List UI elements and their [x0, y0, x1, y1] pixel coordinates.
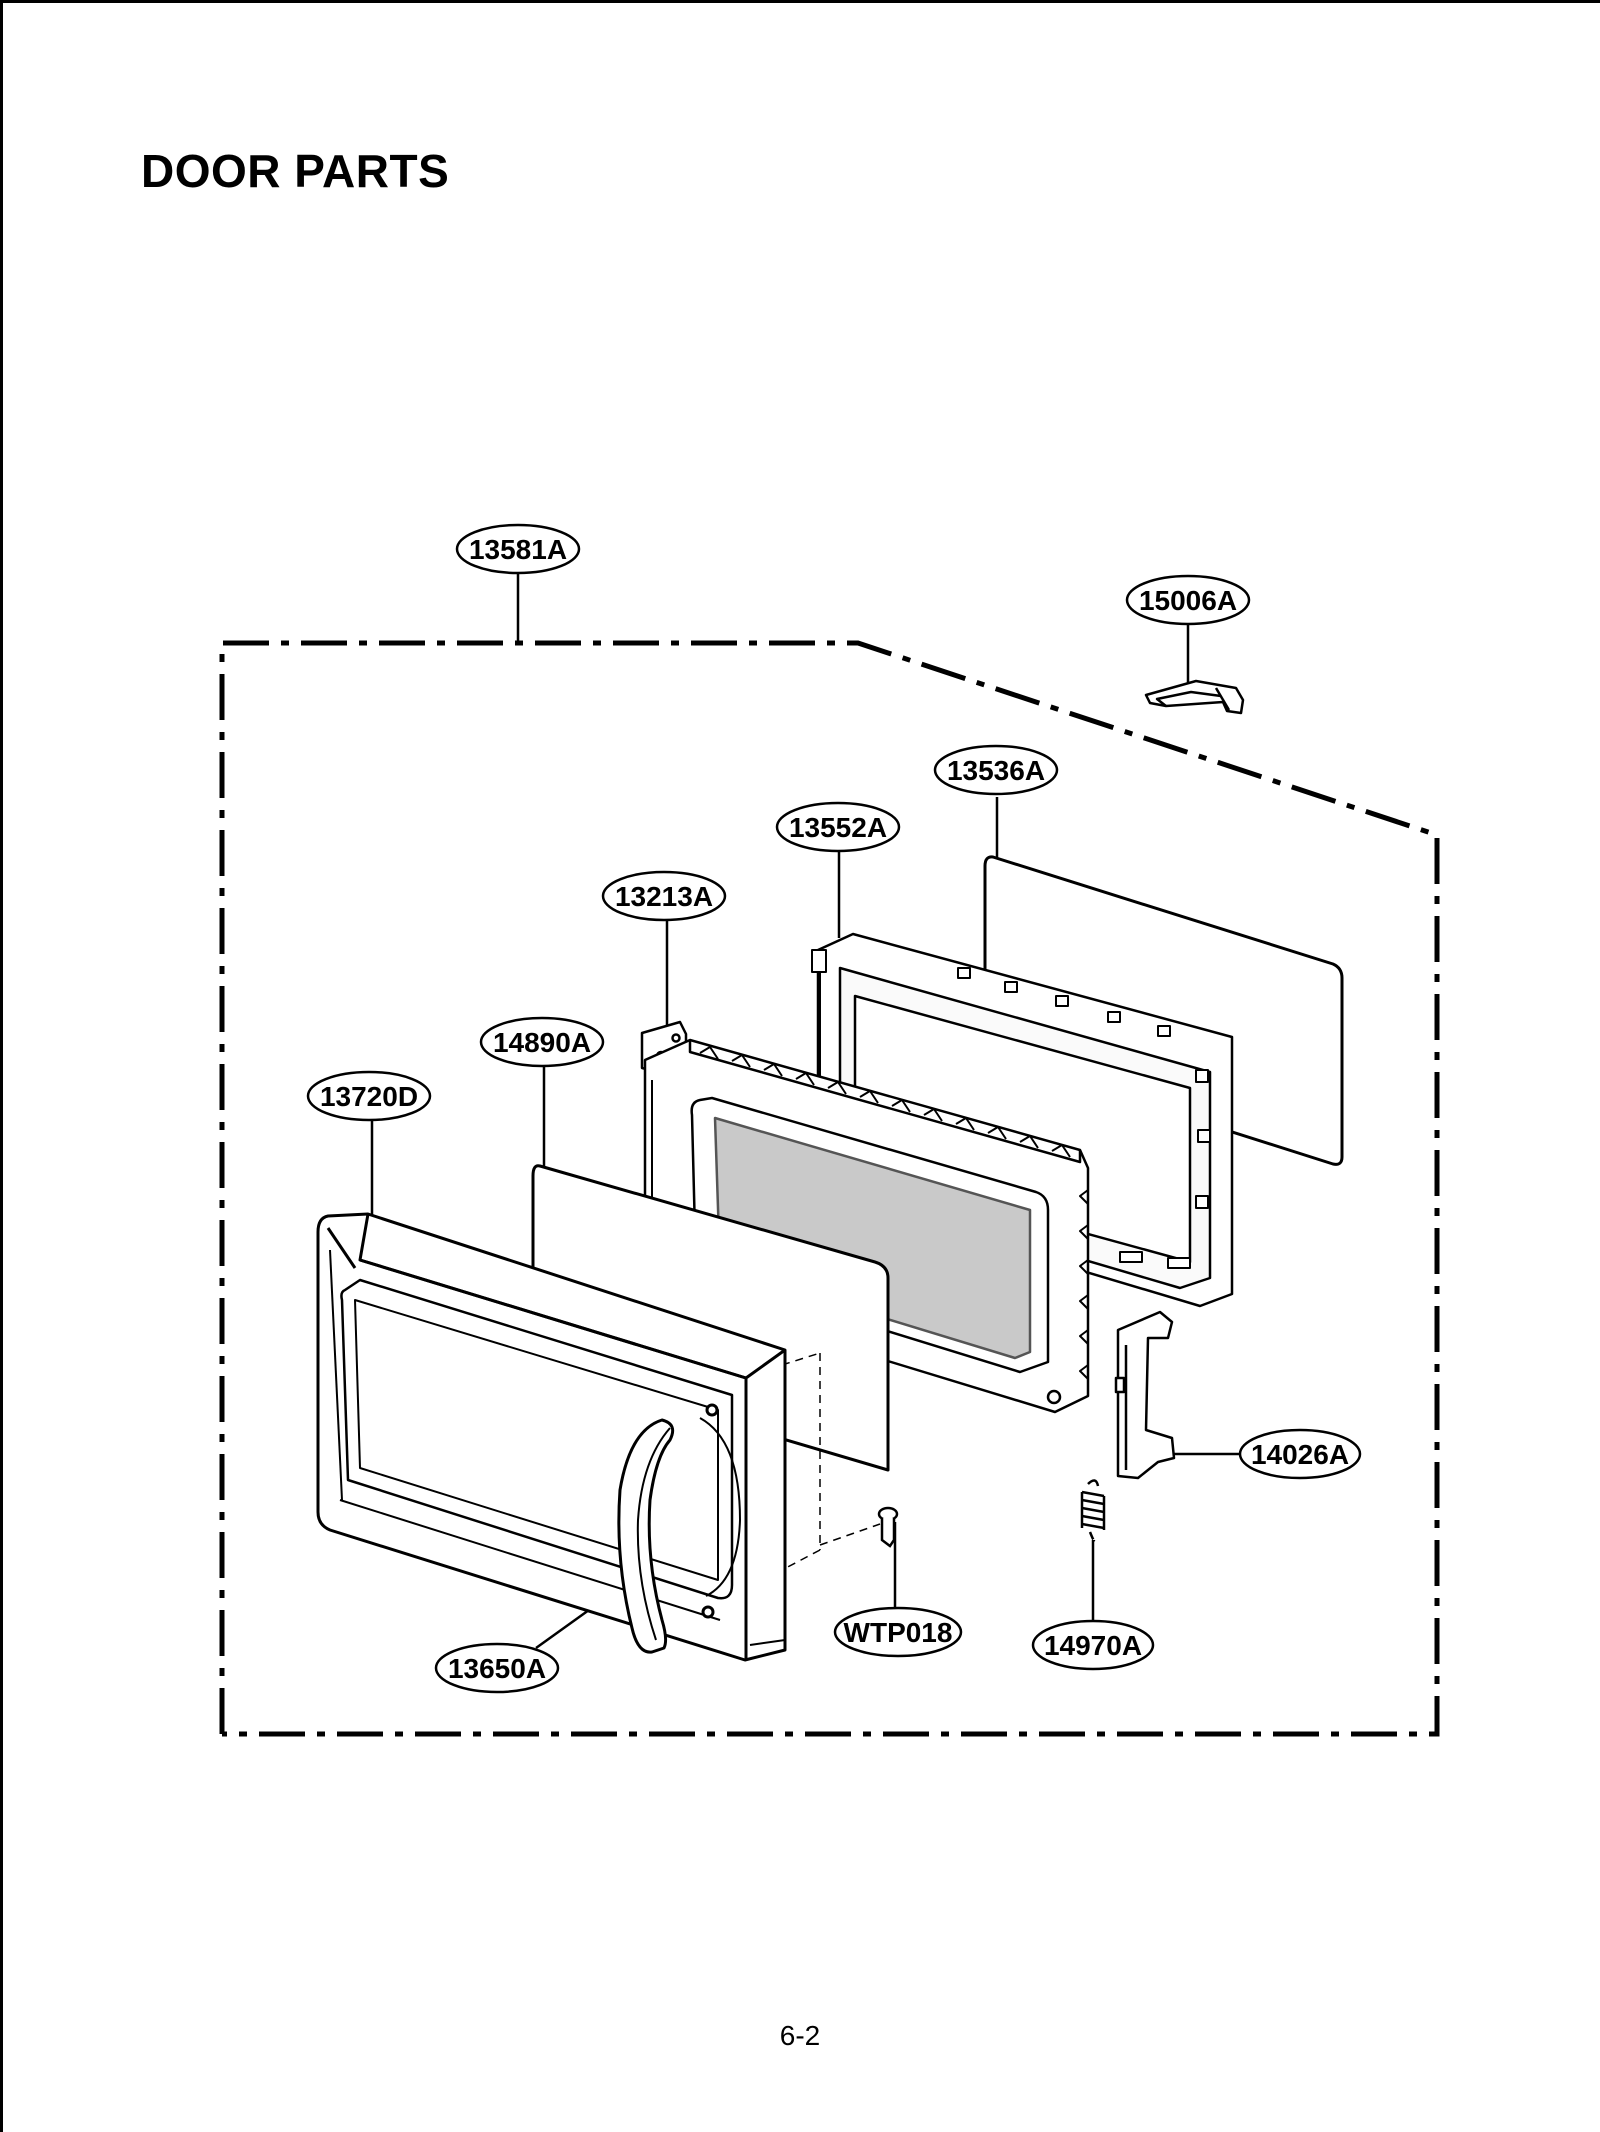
callout-13552A: 13552A [775, 801, 901, 853]
callout-13650A-label: 13650A [448, 1653, 546, 1684]
callout-13536A-label: 13536A [947, 755, 1045, 786]
assembly-boundary [219, 640, 1440, 1737]
page-number: 6-2 [779, 2020, 821, 2051]
callout-14890A-label: 14890A [493, 1027, 591, 1058]
callout-13213A: 13213A [601, 870, 727, 922]
callout-14026A: 14026A [1238, 1428, 1362, 1480]
part-screw [877, 1506, 899, 1548]
callout-13581A-label: 13581A [469, 534, 567, 565]
leader-lines [370, 573, 1243, 1650]
callout-15006A: 15006A [1125, 574, 1251, 626]
part-spring [1080, 1479, 1106, 1542]
callout-13720D: 13720D [306, 1070, 432, 1122]
page-border-top [0, 0, 1600, 3]
callout-13552A-label: 13552A [789, 812, 887, 843]
part-latch-key [1144, 679, 1245, 715]
callout-WTP018-label: WTP018 [844, 1617, 953, 1648]
callout-13536A: 13536A [933, 744, 1059, 796]
callouts: 13581A 15006A 13536A 13552A 13213A 14890… [306, 523, 1362, 1694]
callout-14970A: 14970A [1031, 1619, 1155, 1671]
callout-13213A-label: 13213A [615, 881, 713, 912]
callout-14890A: 14890A [479, 1016, 605, 1068]
callout-14970A-label: 14970A [1044, 1630, 1142, 1661]
page-title: DOOR PARTS [141, 145, 450, 197]
callout-WTP018: WTP018 [833, 1606, 963, 1658]
alignment-lines [781, 1352, 881, 1571]
part-rear-panel [983, 855, 1344, 1166]
callout-14026A-label: 14026A [1251, 1439, 1349, 1470]
part-latch-lever [1114, 1310, 1176, 1480]
callout-13581A: 13581A [455, 523, 581, 575]
part-door-handle [617, 1418, 675, 1654]
callout-13650A: 13650A [434, 1642, 560, 1694]
callout-15006A-label: 15006A [1139, 585, 1237, 616]
page-border-left [0, 0, 3, 2132]
callout-13720D-label: 13720D [320, 1081, 418, 1112]
